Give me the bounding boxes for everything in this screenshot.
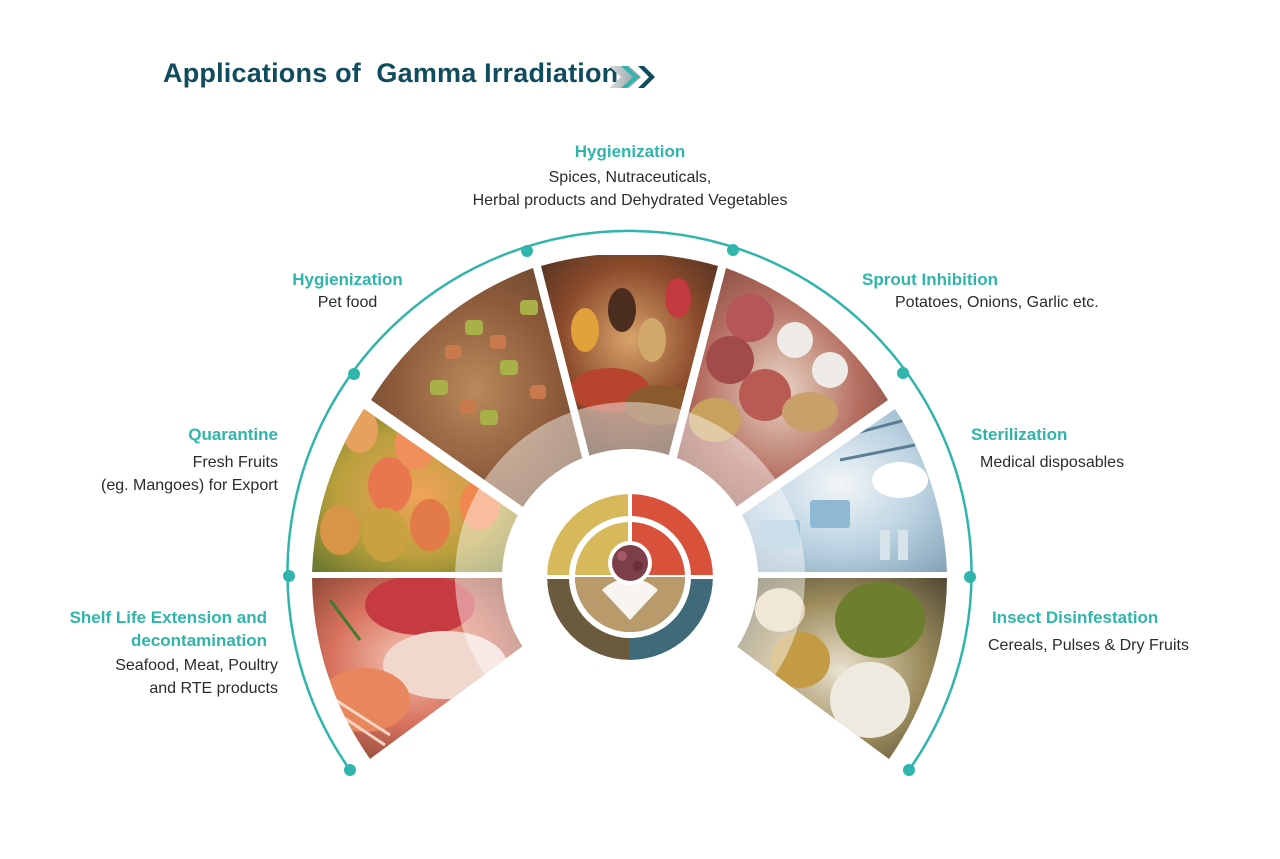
label-sterilization: Sterilization Medical disposables — [971, 423, 1191, 474]
label-hygienization-spices: Hygienization Spices, Nutraceuticals, He… — [430, 140, 830, 212]
label-heading: Hygienization — [574, 142, 686, 161]
label-heading: decontamination — [130, 631, 267, 650]
label-heading: Insect Disinfestation — [992, 608, 1159, 627]
label-sprout-inhibition: Sprout Inhibition Potatoes, Onions, Garl… — [862, 268, 1162, 314]
label-shelf-life: Shelf Life Extension and decontamination… — [40, 606, 278, 700]
label-heading: Quarantine — [188, 425, 278, 444]
page-title: Applications of Gamma Irradiation — [163, 58, 619, 88]
label-desc-line: Cereals, Pulses & Dry Fruits — [988, 637, 1189, 654]
label-heading: Sprout Inhibition — [862, 270, 998, 289]
outer-arc — [286, 229, 973, 771]
label-desc-line: Potatoes, Onions, Garlic etc. — [895, 294, 1099, 311]
label-desc-line: and RTE products — [149, 680, 278, 697]
label-desc-line: Pet food — [317, 294, 378, 311]
double-chevron-icon — [609, 66, 655, 88]
label-heading: Hygienization — [292, 270, 403, 289]
label-desc-line: Herbal products and Dehydrated Vegetable… — [472, 192, 788, 209]
arc-dots — [283, 244, 976, 776]
label-insect-disinfestation: Insect Disinfestation Cereals, Pulses & … — [988, 606, 1232, 657]
label-desc-line: Medical disposables — [980, 454, 1125, 471]
irradiation-logo-icon — [547, 494, 713, 660]
label-quarantine: Quarantine Fresh Fruits (eg. Mangoes) fo… — [60, 423, 278, 497]
label-desc-line: Spices, Nutraceuticals, — [548, 169, 712, 186]
label-desc-line: (eg. Mangoes) for Export — [101, 477, 278, 494]
label-heading: Shelf Life Extension and — [69, 608, 267, 627]
label-hygienization-pet-food: Hygienization Pet food — [275, 268, 420, 314]
label-desc-line: Seafood, Meat, Poultry — [115, 657, 278, 674]
label-heading: Sterilization — [971, 425, 1068, 444]
label-desc-line: Fresh Fruits — [192, 454, 278, 471]
